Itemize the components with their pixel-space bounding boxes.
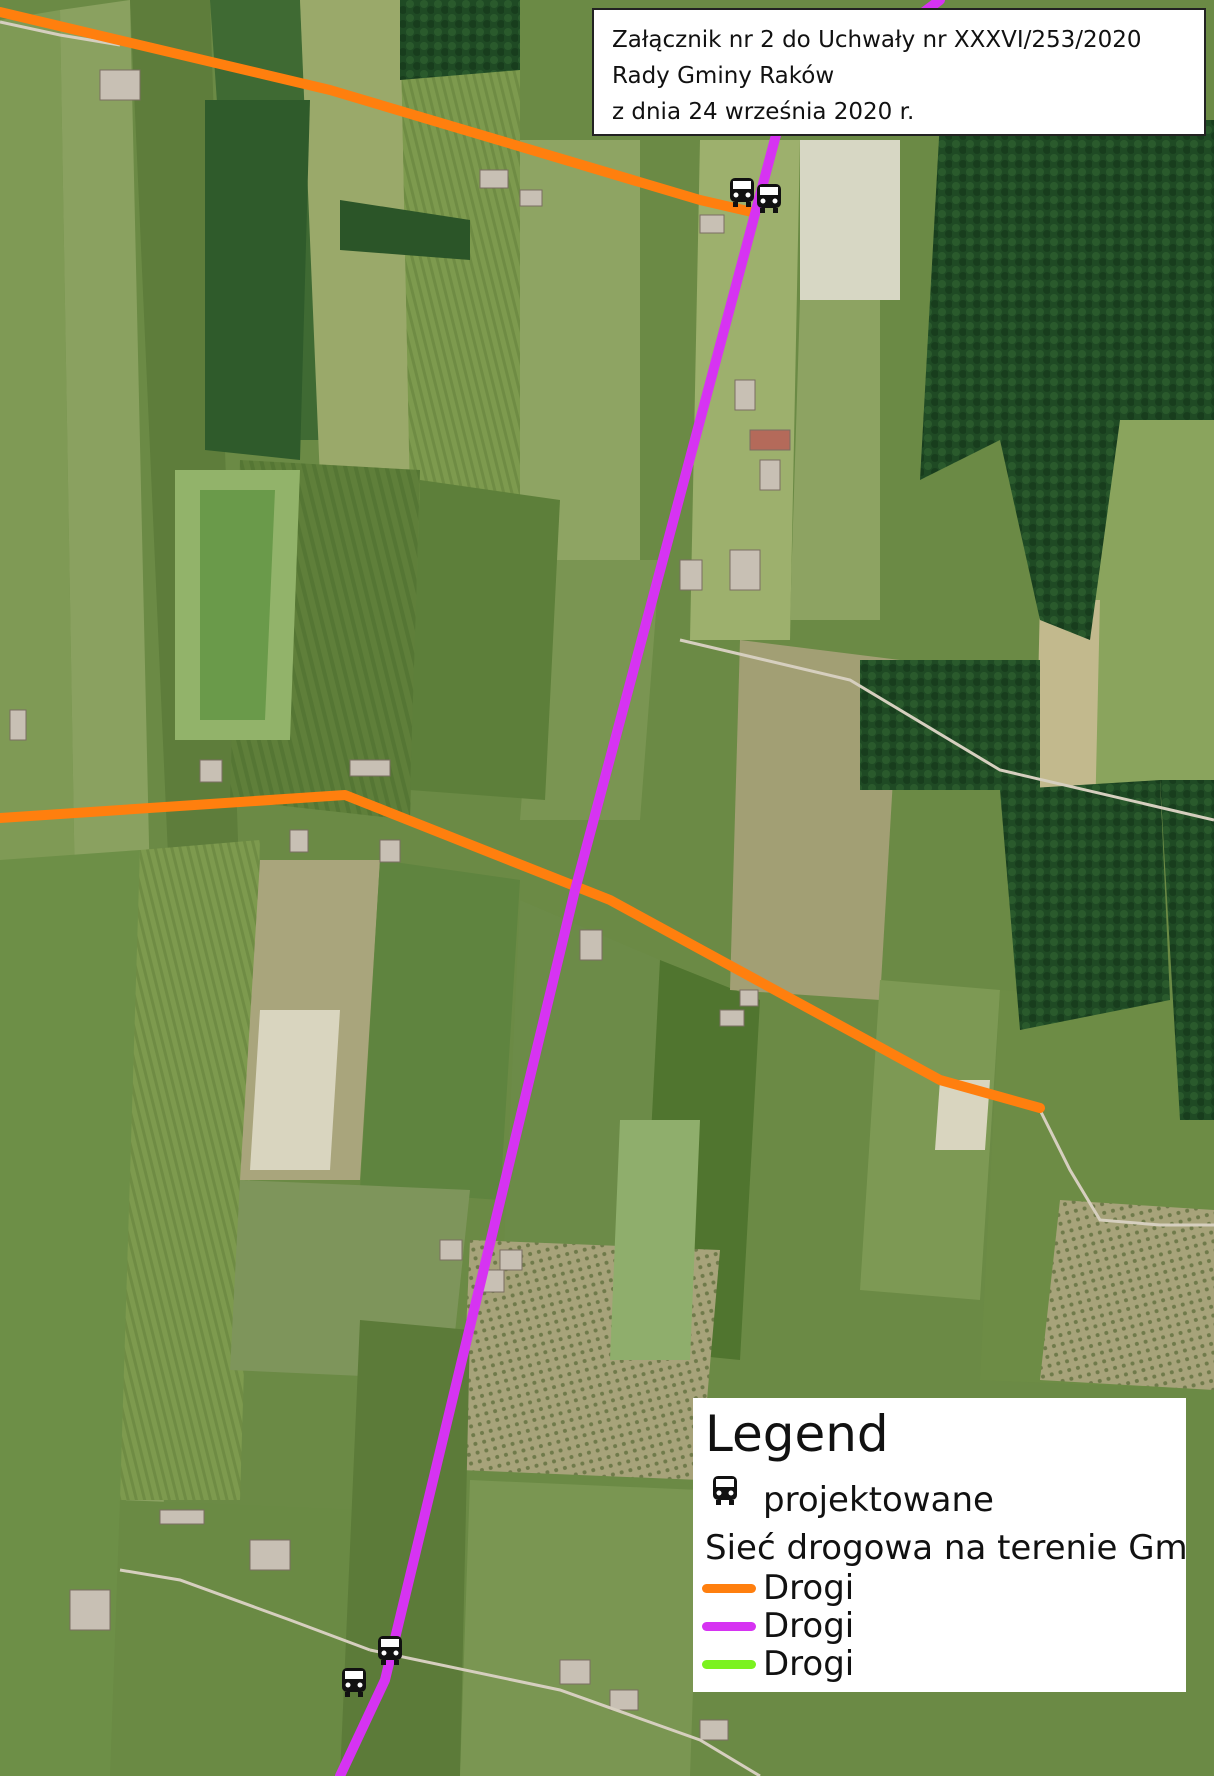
bus-stop-markers: [342, 178, 781, 1697]
minor-roads: [0, 20, 1214, 1776]
bus-stop-icon[interactable]: [342, 1668, 366, 1697]
legend-road-label: Drogi: [763, 1568, 855, 1608]
legend-group-label: Sieć drogowa na terenie Gmin: [705, 1528, 1186, 1568]
legend-swatch-green: [702, 1660, 756, 1669]
legend: Legend projektowane Sieć drogowa na tere…: [693, 1398, 1186, 1692]
header-line-2: Rady Gminy Raków: [612, 63, 835, 89]
bus-stop-icon[interactable]: [757, 184, 781, 213]
road-orange-north[interactable]: [0, 7, 757, 217]
bus-stop-icon[interactable]: [378, 1636, 402, 1665]
legend-title: Legend: [705, 1405, 889, 1463]
bus-stop-icon: [713, 1476, 737, 1505]
road-orange-middle[interactable]: [0, 790, 1045, 1113]
legend-road-label: Drogi: [763, 1644, 855, 1684]
resolution-header: Załącznik nr 2 do Uchwały nr XXXVI/253/2…: [592, 8, 1206, 136]
header-line-1: Załącznik nr 2 do Uchwały nr XXXVI/253/2…: [612, 27, 1142, 53]
bus-stop-icon[interactable]: [730, 178, 754, 207]
header-line-3: z dnia 24 września 2020 r.: [612, 99, 915, 125]
forest-patches: [205, 0, 1214, 1120]
buildings: [9, 69, 791, 1741]
legend-road-label: Drogi: [763, 1606, 855, 1646]
legend-stop-label: projektowane: [763, 1480, 994, 1520]
legend-swatch-orange: [702, 1584, 756, 1593]
legend-swatch-purple: [702, 1622, 756, 1631]
